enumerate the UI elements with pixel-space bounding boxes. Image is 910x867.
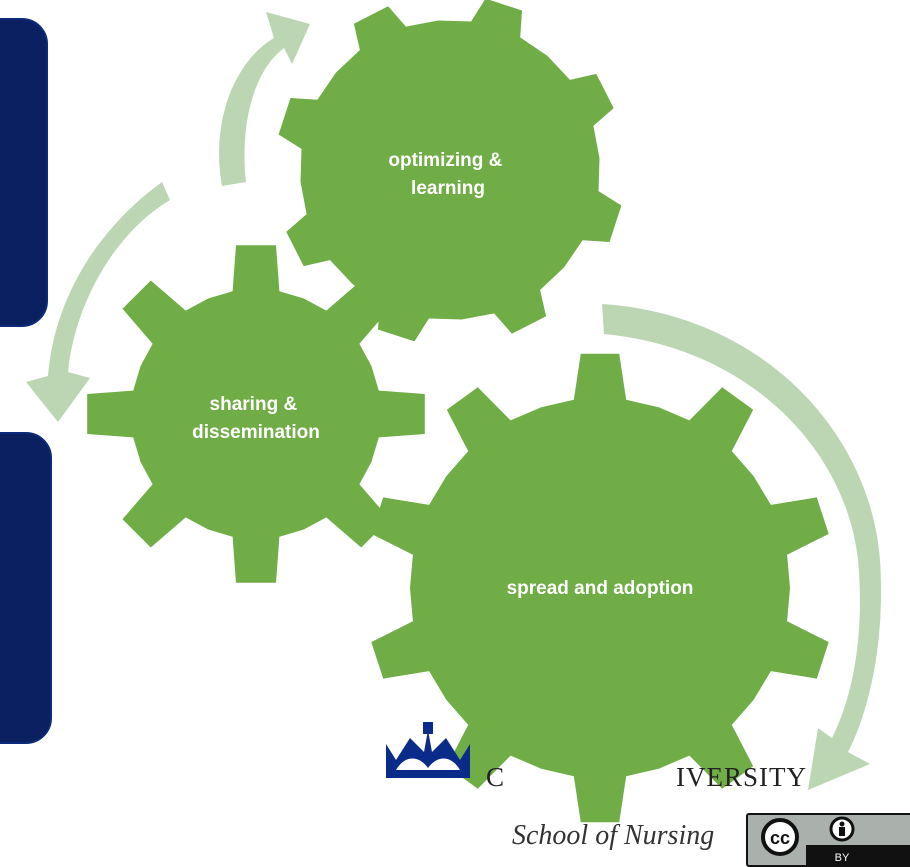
gear-label-optimizing: optimizing & learning [388,150,507,199]
gear-optimizing [278,0,622,342]
cycle-arrows [26,12,882,790]
by-label: BY [835,852,850,864]
logo-university-fragment-left: C [486,762,505,792]
gears [87,0,829,823]
side-panel-top [0,18,48,327]
gear-sharing [87,245,425,583]
crown-logo-icon [386,722,470,778]
gear-label-sharing-line-2: dissemination [192,422,320,443]
cc-icon [761,818,799,856]
gear-label-spread: spread and adoption [507,578,694,599]
gear-label-optimizing-line-1: optimizing & [388,150,502,171]
arrow-arc-right-icon [602,304,882,790]
side-panel-bottom [0,432,52,744]
arrow-up-icon [219,12,310,186]
gear-label-sharing: sharing & dissemination [192,394,320,443]
gear-label-sharing-line-1: sharing & [210,394,298,415]
arrow-down-left-icon [26,182,170,422]
gear-spread [371,353,829,823]
gear-label-optimizing-line-2: learning [411,178,485,199]
attribution-person-icon [829,816,855,842]
cc-icon-text: cc [770,828,790,848]
logo-school-name: School of Nursing [512,820,714,851]
gear-label-spread-line-1: spread and adoption [507,578,694,599]
cc-by-license-badge: cc BY [746,813,910,867]
logo-university-fragment-right: IVERSITY [676,762,807,792]
